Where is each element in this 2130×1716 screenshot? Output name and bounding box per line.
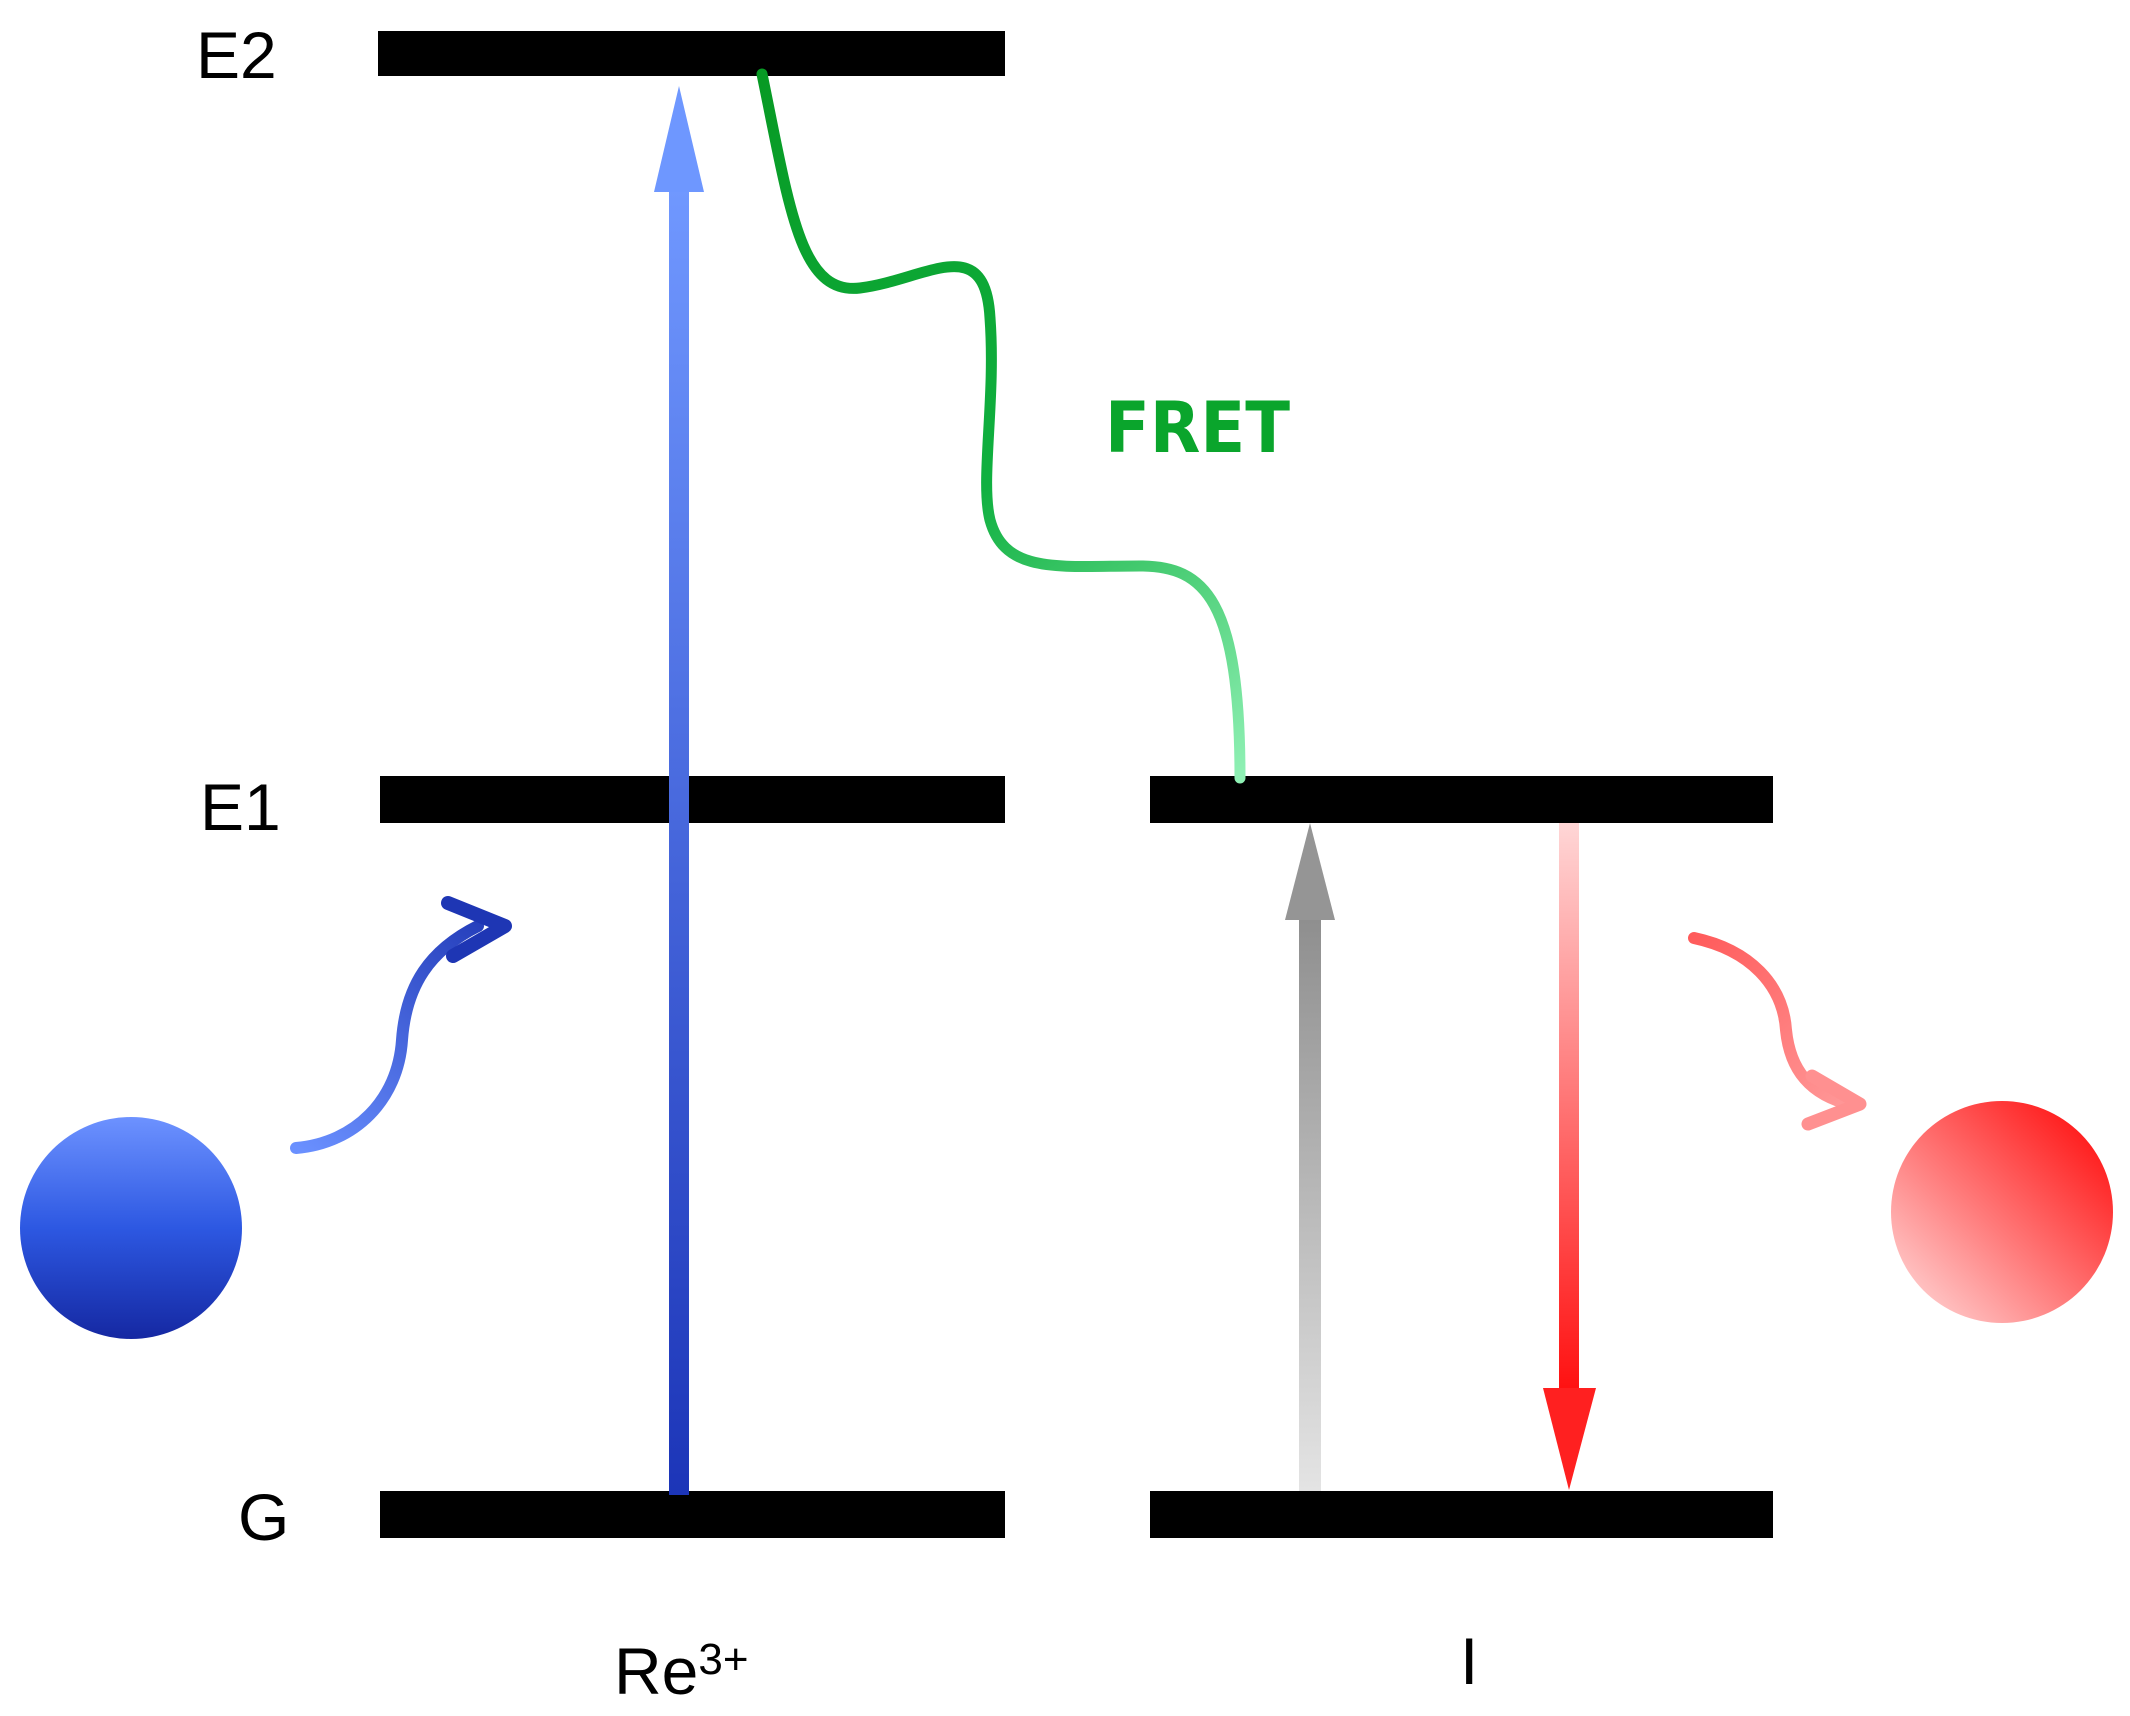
level-bar-e2	[378, 31, 1005, 76]
level-label-e2: E2	[196, 18, 277, 92]
level-bar-e1-right	[1150, 776, 1773, 823]
outgoing-photon-squiggle	[1688, 932, 1867, 1131]
fret-label: FRET	[1105, 387, 1290, 469]
emission-arrow	[1543, 823, 1596, 1490]
species-symbol: Re	[614, 1634, 698, 1708]
fret-wave	[756, 68, 1246, 784]
species-label-rare-earth: Re3+	[614, 1634, 749, 1708]
species-label-acceptor: I	[1460, 1624, 1478, 1698]
level-bar-g-left	[380, 1491, 1005, 1538]
photon-sphere-icon	[20, 1117, 242, 1339]
level-bar-g-right	[1150, 1491, 1773, 1538]
level-label-e1: E1	[200, 770, 281, 844]
incoming-photon-squiggle	[290, 896, 512, 1154]
excitation-arrow	[654, 86, 704, 1495]
absorption-arrow	[1285, 823, 1335, 1491]
level-bar-e1-left	[380, 776, 1005, 823]
photon-sphere-icon	[1891, 1101, 2113, 1323]
species-charge: 3+	[698, 1635, 748, 1684]
level-label-g: G	[238, 1480, 289, 1554]
